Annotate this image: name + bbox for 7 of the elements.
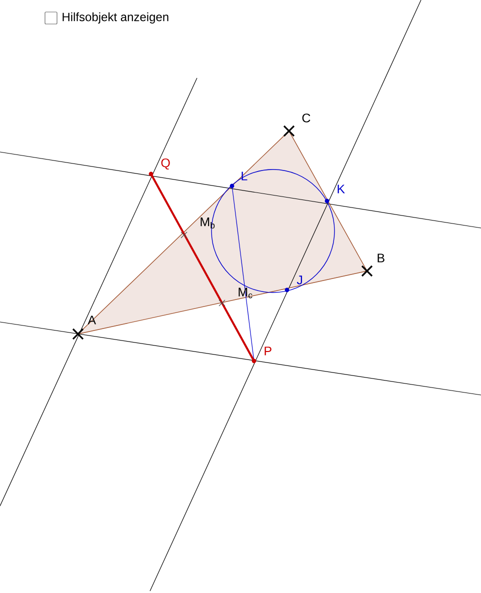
point-label: P (264, 346, 272, 356)
point-label: Q (161, 158, 170, 170)
point-label: C (302, 114, 310, 122)
point-label: J (296, 276, 302, 284)
checkbox-label: Hilfsobjekt anzeigen (62, 12, 168, 24)
point-label: B (378, 254, 384, 262)
point-label: K (338, 184, 345, 194)
